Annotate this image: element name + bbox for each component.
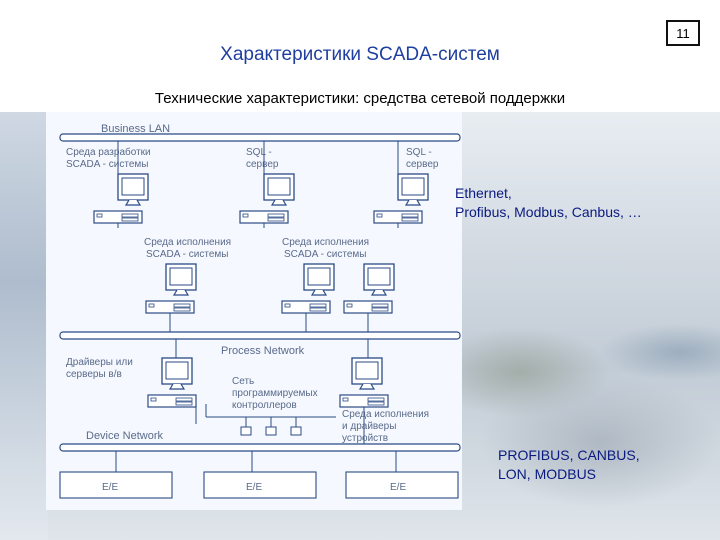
business-lan-bus <box>59 133 461 142</box>
network-diagram-svg: Business LAN Среда разработки SCADA - си… <box>59 123 461 499</box>
sql-server-label-2: сервер <box>246 159 279 170</box>
device-runtime-label-2: и драйверы <box>342 421 396 432</box>
device-network-bus <box>59 443 461 452</box>
background-left-strip <box>0 112 48 540</box>
workstation-io-server <box>147 357 197 408</box>
workstation-runtime-2 <box>281 263 335 314</box>
ethernet-callout-line1: Ethernet, <box>455 185 512 201</box>
page-title: Характеристики SCADA-систем <box>220 44 500 65</box>
process-network-label: Process Network <box>221 345 305 357</box>
ethernet-callout-line2: Profibus, Modbus, Canbus, … <box>455 204 642 220</box>
business-lan-label: Business LAN <box>101 123 170 135</box>
sql-server-2-label-2: сервер <box>406 159 439 170</box>
ethernet-callout: Ethernet, Profibus, Modbus, Canbus, … <box>455 184 642 222</box>
device-network-label: Device Network <box>86 430 164 442</box>
workstation-sql-1 <box>239 173 295 228</box>
workstation-dev <box>93 173 149 228</box>
runtime-label-2a: Среда исполнения <box>282 237 369 248</box>
device-runtime-label-1: Среда исполнения <box>342 409 429 420</box>
io-box-1-label: E/E <box>102 482 118 493</box>
dev-env-label-2: SCADA - системы <box>66 159 148 170</box>
network-diagram: Business LAN Среда разработки SCADA - си… <box>46 112 462 510</box>
plc-device <box>240 426 252 436</box>
workstation-runtime-3 <box>343 263 395 314</box>
io-box-2 <box>203 471 317 499</box>
device-runtime-label-3: устройств <box>342 433 388 444</box>
sql-server-2-label-1: SQL - <box>406 147 432 158</box>
plc-label-3: контроллеров <box>232 400 297 411</box>
runtime-label-1a: Среда исполнения <box>144 237 231 248</box>
io-box-3 <box>345 471 459 499</box>
plc-label-2: программируемых <box>232 388 318 399</box>
runtime-label-1b: SCADA - системы <box>146 249 228 260</box>
page-subtitle: Технические характеристики: средства сет… <box>154 90 566 107</box>
plc-device <box>290 426 302 436</box>
drivers-label-1: Драйверы или <box>66 357 133 368</box>
io-box-1 <box>59 471 173 499</box>
io-box-3-label: E/E <box>390 482 406 493</box>
fieldbus-callout-line1: PROFIBUS, CANBUS, <box>498 447 640 463</box>
fieldbus-callout-line2: LON, MODBUS <box>498 466 597 482</box>
workstation-sql-2 <box>373 173 429 228</box>
workstation-runtime-1 <box>145 263 197 314</box>
dev-env-label-1: Среда разработки <box>66 146 151 158</box>
sql-server-label-1: SQL - <box>246 147 272 158</box>
io-box-2-label: E/E <box>246 482 262 493</box>
process-network-bus <box>59 331 461 340</box>
plc-device <box>265 426 277 436</box>
workstation-device-runtime <box>339 357 389 408</box>
plc-label-1: Сеть <box>232 376 254 387</box>
fieldbus-callout: PROFIBUS, CANBUS, LON, MODBUS <box>498 446 640 484</box>
runtime-label-2b: SCADA - системы <box>284 249 366 260</box>
slide-number: 11 <box>666 20 700 46</box>
drivers-label-2: серверы в/в <box>66 369 122 380</box>
